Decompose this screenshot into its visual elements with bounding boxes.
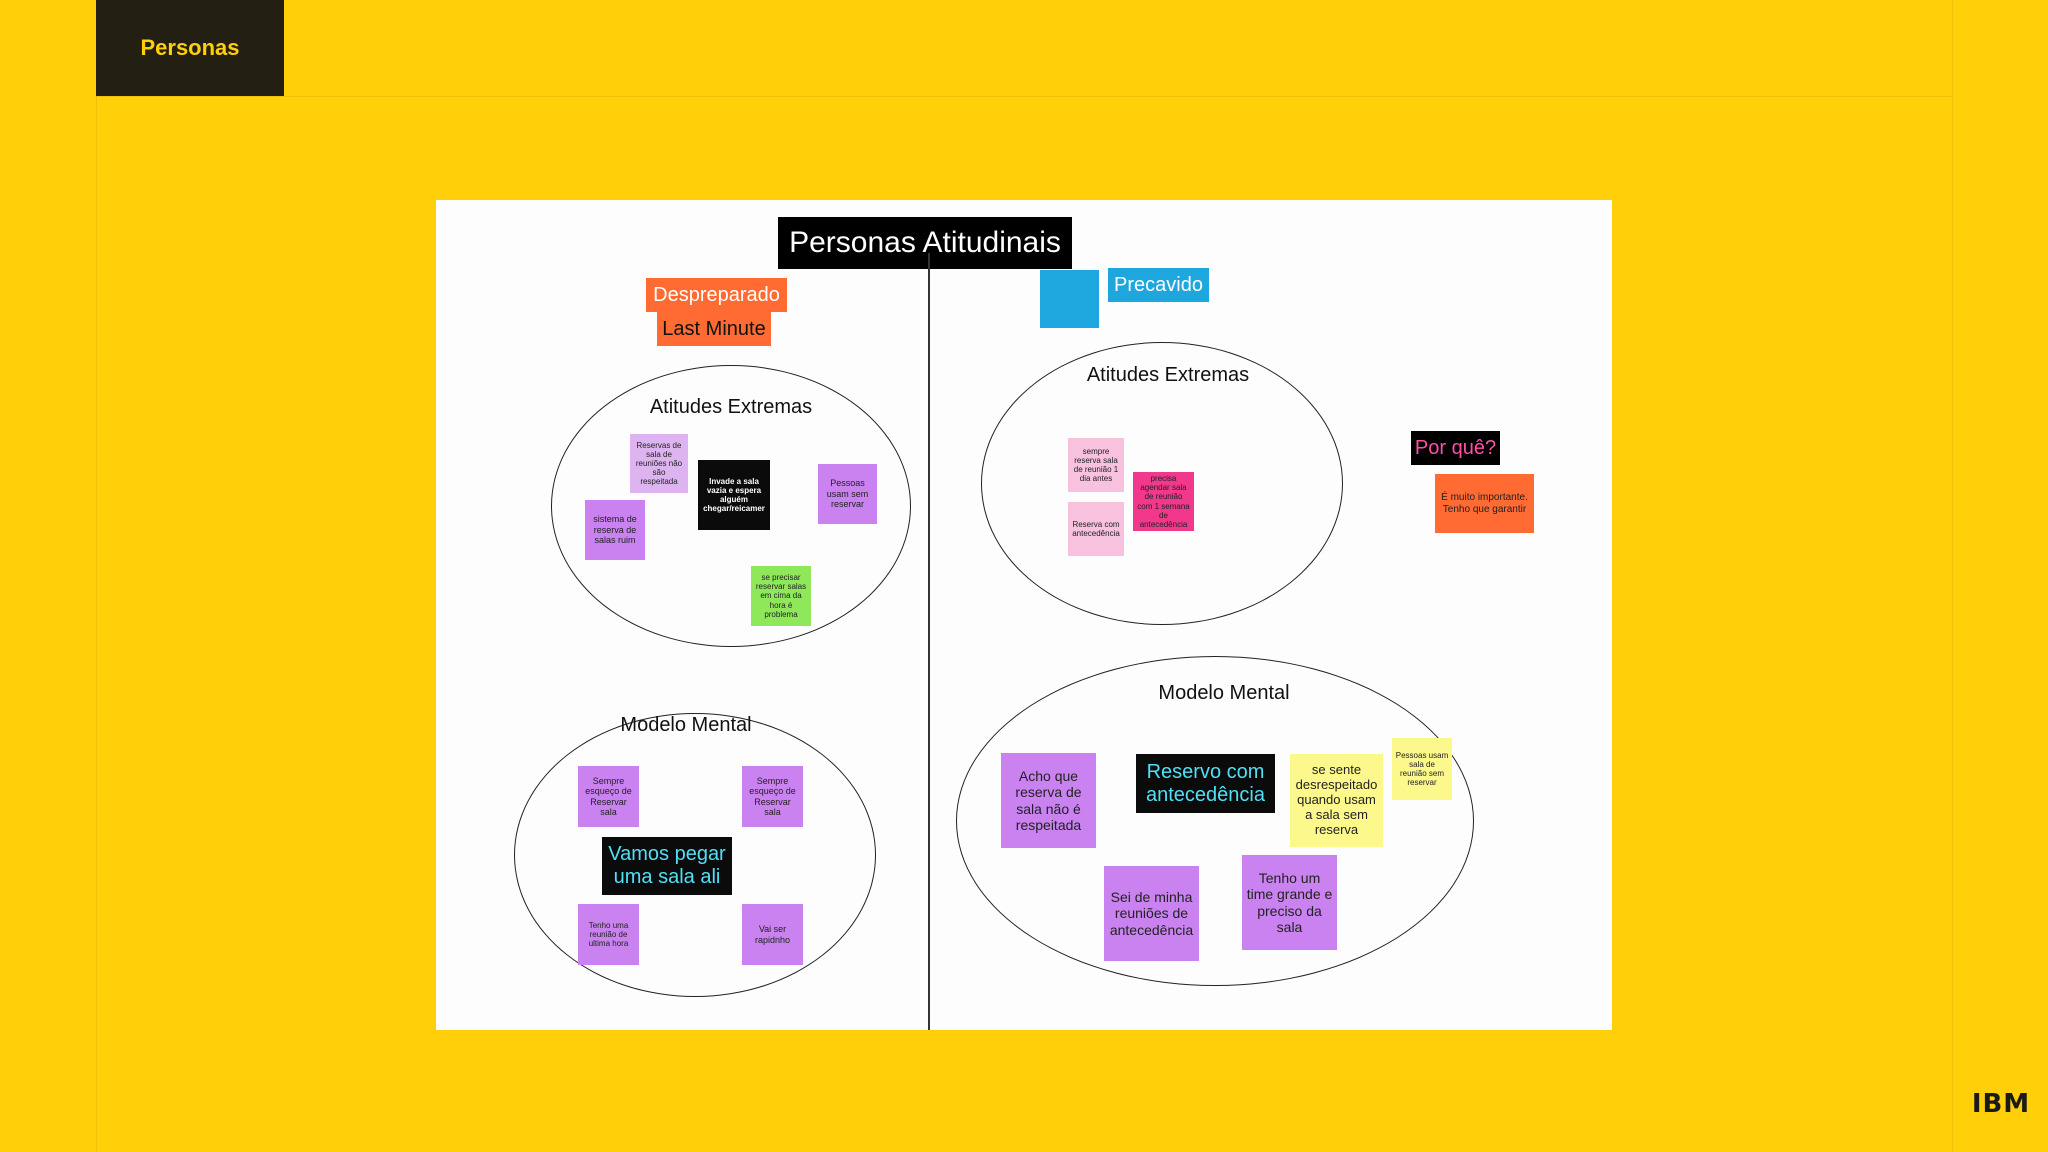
- right-mental-label: Modelo Mental: [1158, 682, 1290, 704]
- right-extremes-ellipse: [981, 342, 1343, 625]
- persona-name-despreparado: Despreparado: [646, 278, 787, 312]
- sticky-note[interactable]: Vai ser rapidnho: [742, 904, 803, 965]
- frame-right-line: [1952, 0, 1953, 1152]
- frame-left-line: [96, 0, 97, 1152]
- sticky-note[interactable]: Invade a sala vazia e espera alguém cheg…: [698, 460, 770, 530]
- sticky-note[interactable]: Sei de minha reuniões de antecedência: [1104, 866, 1199, 961]
- board-title: Personas Atitudinais: [778, 217, 1072, 269]
- sticky-note[interactable]: precisa agendar sala de reunião com 1 se…: [1133, 472, 1194, 531]
- sticky-note[interactable]: Sempre esqueço de Reservar sala: [742, 766, 803, 827]
- section-tab[interactable]: Personas: [96, 0, 284, 96]
- left-extremes-label: Atitudes Extremas: [649, 396, 813, 418]
- sticky-note[interactable]: Reservas de sala de reuniões não são res…: [630, 434, 688, 493]
- right-mental-ellipse: [956, 656, 1474, 986]
- section-tab-label: Personas: [140, 35, 240, 60]
- frame-top-line: [96, 96, 1952, 97]
- sticky-note[interactable]: É muito importante. Tenho que garantir: [1435, 474, 1534, 533]
- sticky-note-highlight[interactable]: Reservo com antecedência: [1136, 754, 1275, 813]
- left-mental-ellipse: [514, 713, 876, 997]
- left-extremes-ellipse: [551, 365, 911, 647]
- sticky-note[interactable]: Pessoas usam sala de reunião sem reserva…: [1392, 738, 1452, 800]
- persona-subtitle: Last Minute: [657, 312, 771, 346]
- sticky-note[interactable]: se precisar reservar salas em cima da ho…: [751, 566, 811, 626]
- ibm-logo: IBM: [1971, 1089, 2031, 1119]
- right-extremes-label: Atitudes Extremas: [1086, 364, 1250, 386]
- left-mental-label: Modelo Mental: [620, 714, 752, 736]
- sticky-note[interactable]: Sempre esqueço de Reservar sala: [578, 766, 639, 827]
- why-label: Por quê?: [1411, 431, 1500, 465]
- sticky-note[interactable]: sempre reserva sala de reunião 1 dia ant…: [1068, 438, 1124, 492]
- board-divider: [928, 253, 930, 1030]
- sticky-note[interactable]: se sente desrespeitado quando usam a sal…: [1290, 754, 1383, 847]
- persona-avatar-precavido: [1040, 270, 1099, 328]
- sticky-note[interactable]: Reserva com antecedência: [1068, 502, 1124, 556]
- persona-name-precavido: Precavido: [1108, 268, 1209, 302]
- sticky-note-highlight[interactable]: Vamos pegar uma sala ali: [602, 837, 732, 895]
- sticky-note[interactable]: Acho que reserva de sala não é respeitad…: [1001, 753, 1096, 848]
- whiteboard: Personas Atitudinais Despreparado Last M…: [436, 200, 1612, 1030]
- sticky-note[interactable]: sistema de reserva de salas ruim: [585, 500, 645, 560]
- sticky-note[interactable]: Tenho um time grande e preciso da sala: [1242, 855, 1337, 950]
- sticky-note[interactable]: Tenho uma reunião de ultima hora: [578, 904, 639, 965]
- sticky-note[interactable]: Pessoas usam sem reservar: [818, 464, 877, 524]
